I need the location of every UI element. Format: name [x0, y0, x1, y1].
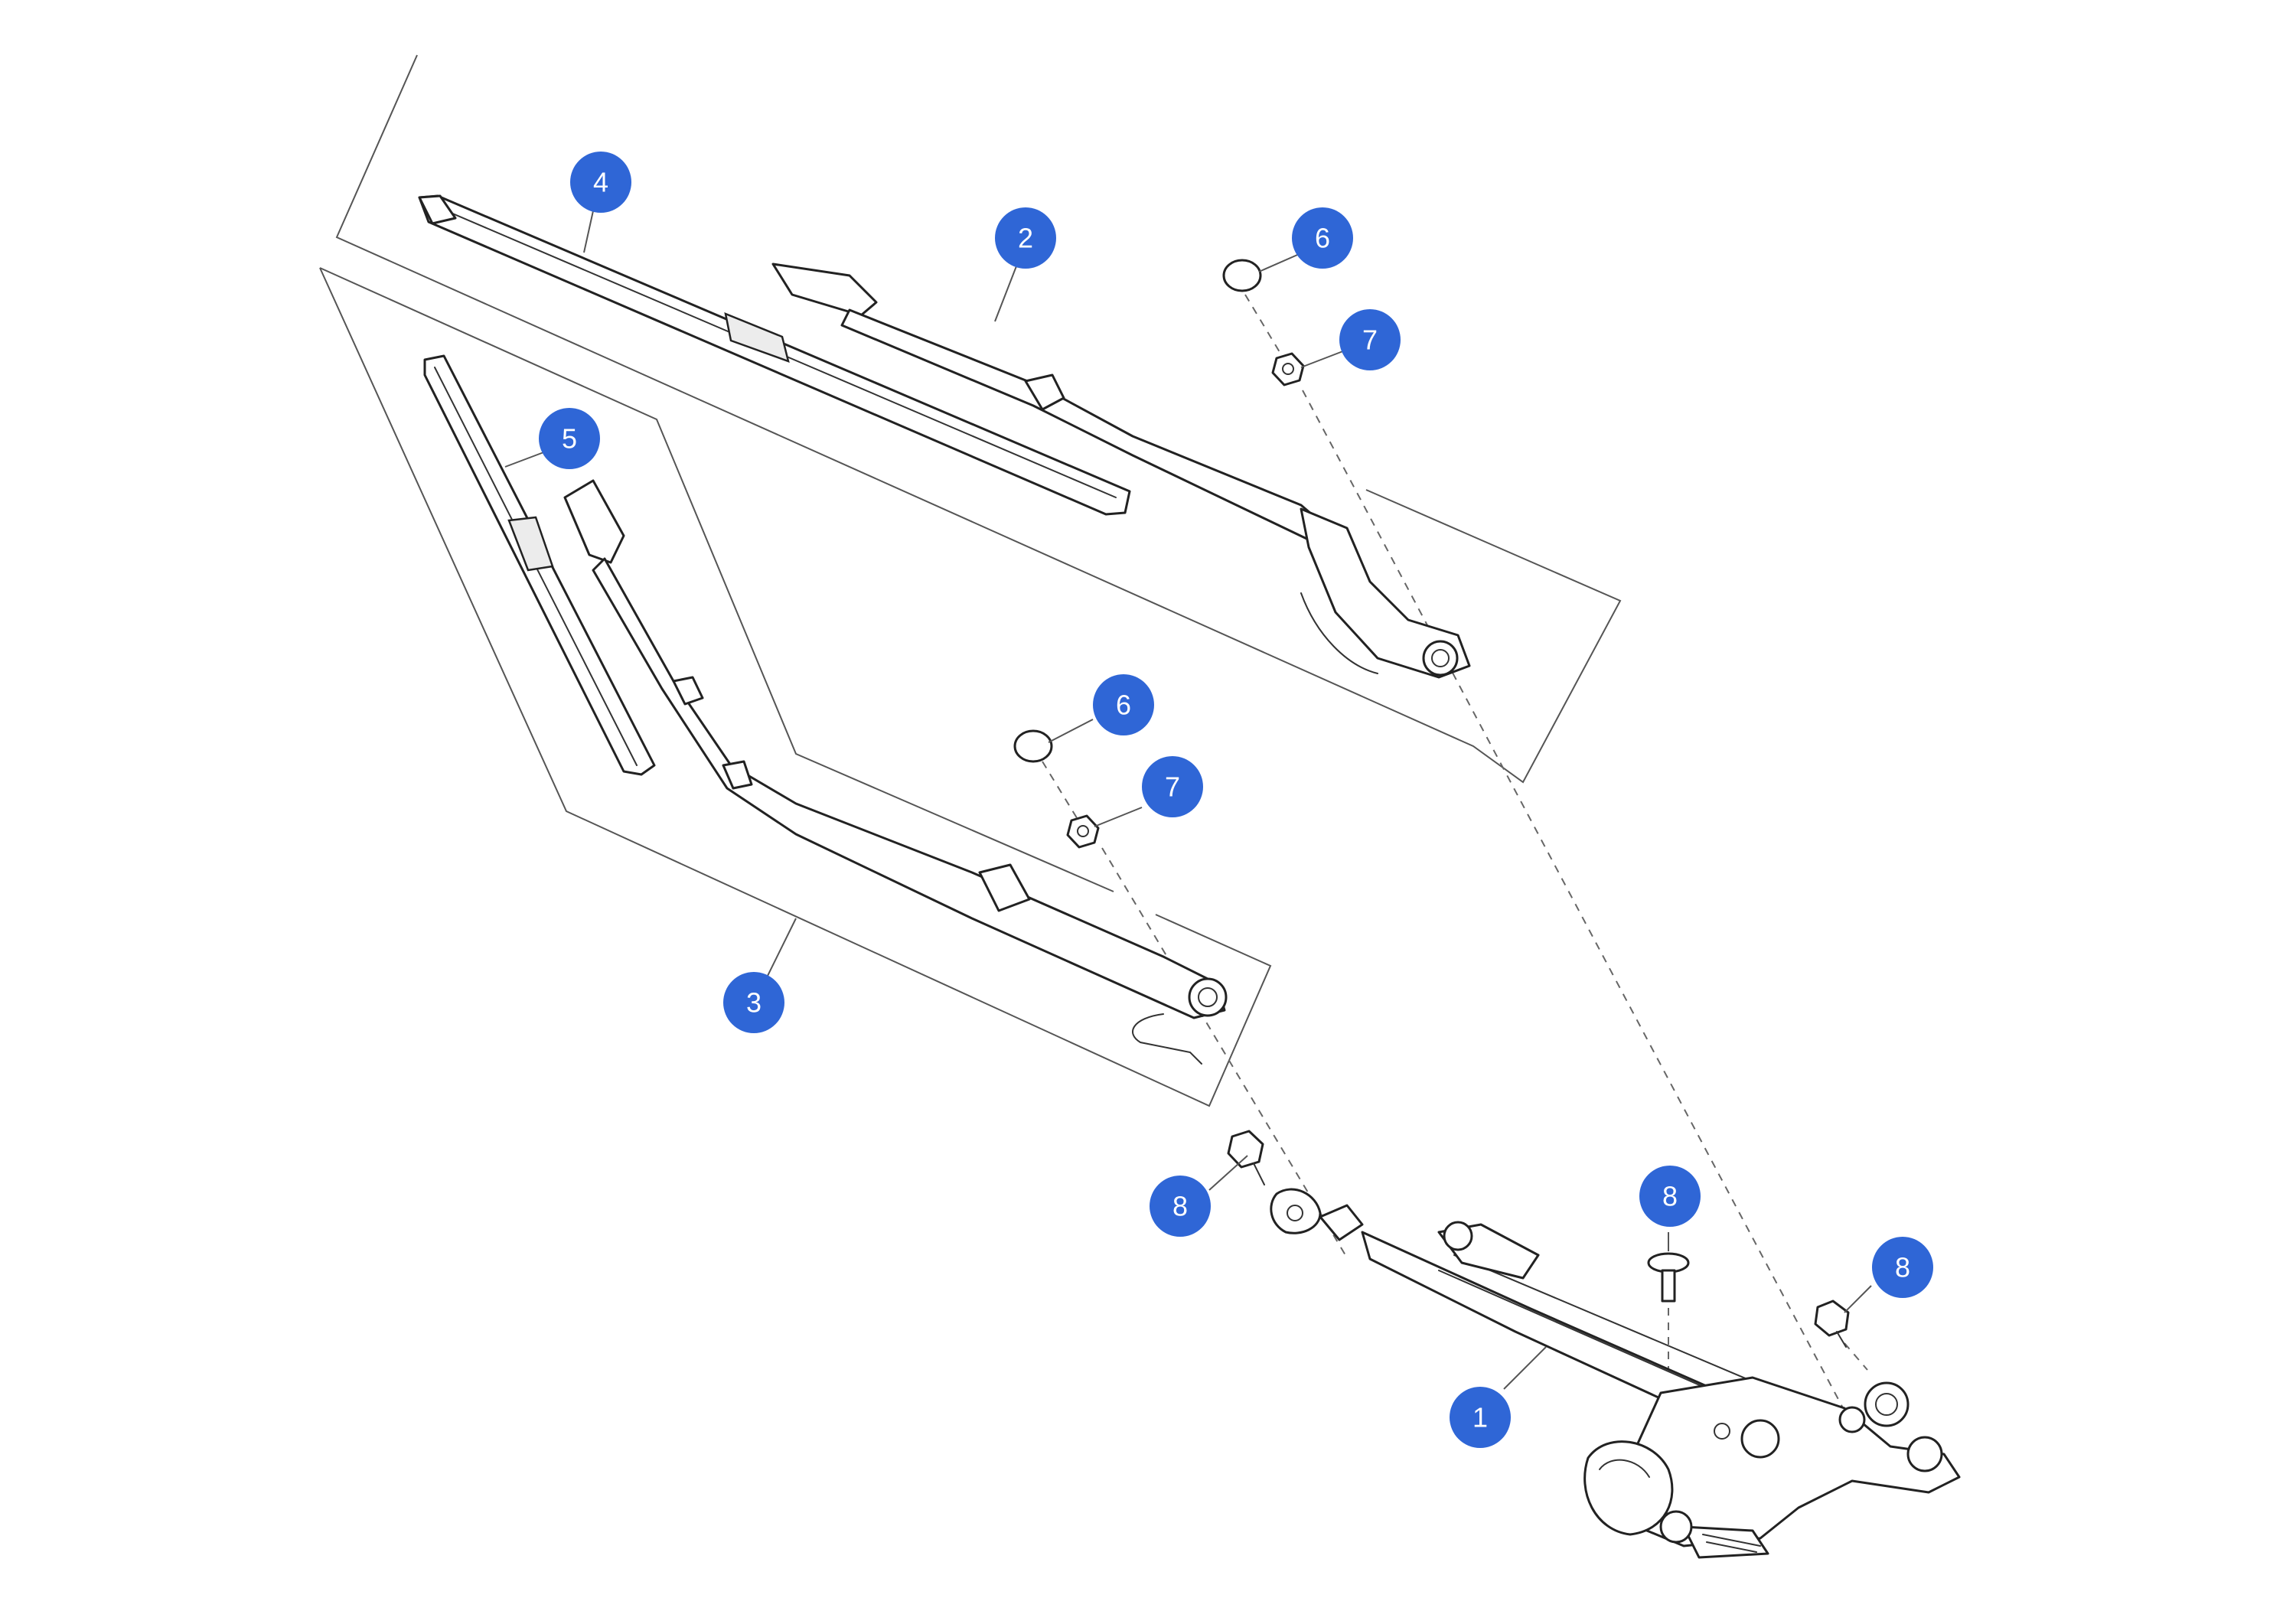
svg-text:2: 2 — [1018, 223, 1033, 254]
callout-1: 1 — [1450, 1387, 1511, 1448]
nut-lower — [1066, 814, 1100, 849]
svg-text:6: 6 — [1116, 690, 1131, 721]
svg-text:8: 8 — [1172, 1191, 1188, 1222]
bolt-right — [1814, 1300, 1850, 1348]
assembly-line-lower — [1042, 761, 1346, 1256]
nut-upper — [1271, 352, 1305, 386]
leader-1 — [1503, 1346, 1547, 1390]
callout-6: 6 — [1093, 674, 1154, 735]
wiper-arm-upper — [771, 263, 1471, 679]
callout-2: 2 — [995, 207, 1056, 269]
leader-6a — [1258, 252, 1303, 272]
callout-5: 5 — [539, 408, 600, 469]
callout-6: 6 — [1292, 207, 1353, 269]
svg-text:4: 4 — [593, 167, 608, 198]
svg-text:5: 5 — [562, 423, 577, 455]
upper-group-frame — [335, 54, 1622, 784]
cap-upper — [1222, 259, 1262, 292]
assembly-line-upper — [1244, 294, 1868, 1455]
leader-5 — [504, 451, 546, 468]
bolt-middle — [1647, 1252, 1690, 1303]
wiper-motor-linkage — [1270, 1188, 1961, 1559]
bolt-left — [1227, 1130, 1265, 1185]
lower-group-frame — [319, 267, 1272, 1107]
svg-text:8: 8 — [1662, 1181, 1678, 1212]
cap-lower — [1013, 729, 1053, 763]
leader-2 — [994, 256, 1021, 322]
wiper-arm-lower — [563, 479, 1228, 1065]
svg-text:6: 6 — [1315, 223, 1330, 254]
callout-7: 7 — [1142, 756, 1203, 817]
wiper-blade-short — [423, 354, 656, 776]
leader-7b — [1094, 807, 1143, 827]
assembly-line-bolt-right — [1844, 1342, 1868, 1371]
leader-8a — [1208, 1155, 1248, 1191]
leader-3 — [767, 918, 797, 977]
leader-6b — [1048, 719, 1094, 743]
svg-text:7: 7 — [1165, 771, 1180, 803]
callout-8: 8 — [1872, 1237, 1933, 1298]
callout-8: 8 — [1150, 1176, 1211, 1237]
svg-text:8: 8 — [1895, 1252, 1910, 1283]
leader-8c — [1844, 1285, 1872, 1313]
callout-4: 4 — [570, 152, 631, 213]
svg-text:1: 1 — [1473, 1402, 1488, 1433]
callout-7: 7 — [1339, 309, 1401, 370]
svg-text:7: 7 — [1362, 324, 1378, 356]
wiper-blade-long — [418, 194, 1131, 516]
svg-text:3: 3 — [746, 987, 762, 1019]
callout-3: 3 — [723, 972, 784, 1033]
callout-8: 8 — [1639, 1166, 1701, 1227]
